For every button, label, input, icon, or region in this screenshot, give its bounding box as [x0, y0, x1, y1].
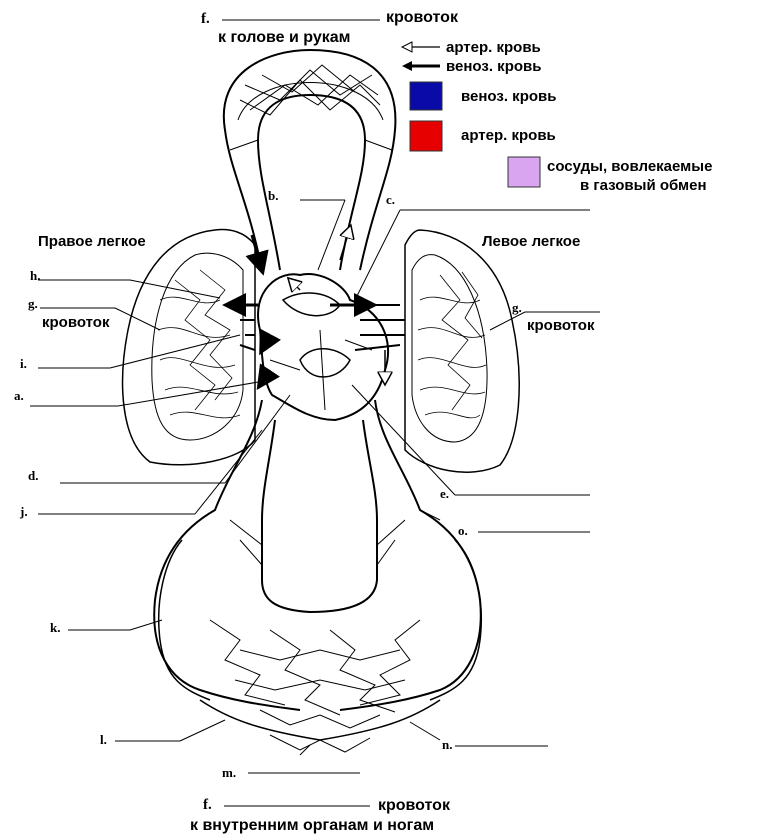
top-blood-flow-word: кровоток: [386, 9, 459, 26]
letter-g-left: g.: [28, 296, 38, 311]
legend-box-venous-label: веноз. кровь: [461, 88, 556, 105]
letter-h: h.: [30, 268, 40, 283]
left-lung: [405, 230, 519, 472]
letter-a: a.: [14, 388, 24, 403]
right-lung: [123, 230, 255, 465]
letter-e: e.: [440, 486, 449, 501]
top-blood-flow-sub: к голове и рукам: [218, 29, 350, 46]
letter-n: n.: [442, 737, 452, 752]
left-lung-label: Левое легкое: [482, 233, 580, 250]
legend-box-arterial-label: артер. кровь: [461, 127, 556, 144]
legend-box-gas-label-1: сосуды, вовлекаемые: [547, 158, 712, 175]
bottom-f-letter: f.: [203, 797, 212, 813]
head-arms-circuit: [224, 50, 396, 270]
letter-d: d.: [28, 468, 38, 483]
right-lung-label: Правое легкое: [38, 233, 146, 250]
legend-arrow-arterial: [402, 42, 440, 52]
legend-arrow-venous: [402, 61, 440, 71]
lower-capillary-bed: [210, 620, 420, 752]
legend-arrow-venous-label: веноз. кровь: [446, 58, 541, 75]
bottom-blood-flow-sub: к внутренним органам и ногам: [190, 817, 434, 834]
letter-j: j.: [19, 504, 28, 519]
letter-b: b.: [268, 188, 278, 203]
legend-box-gas-label-2: в газовый обмен: [580, 177, 707, 194]
legend-arrow-arterial-label: артер. кровь: [446, 39, 541, 56]
g-left-word: кровоток: [42, 314, 110, 331]
heart: [258, 274, 388, 420]
letter-g-right: g.: [512, 300, 522, 315]
letter-m: m.: [222, 765, 236, 780]
legend-box-venous: [410, 82, 442, 110]
letter-k: k.: [50, 620, 60, 635]
letter-i: i.: [20, 356, 27, 371]
g-right-word: кровоток: [527, 317, 595, 334]
flow-arrows: [228, 235, 372, 385]
letter-o: o.: [458, 523, 468, 538]
bottom-blood-flow-word: кровоток: [378, 797, 451, 814]
letter-l: l.: [100, 732, 107, 747]
systemic-circuit: [154, 400, 481, 740]
top-f-letter: f.: [201, 11, 210, 27]
legend-box-gas-exchange: [508, 157, 540, 187]
pulmonary-vessels: [225, 305, 405, 350]
legend-box-arterial: [410, 121, 442, 151]
letter-c: c.: [386, 192, 395, 207]
